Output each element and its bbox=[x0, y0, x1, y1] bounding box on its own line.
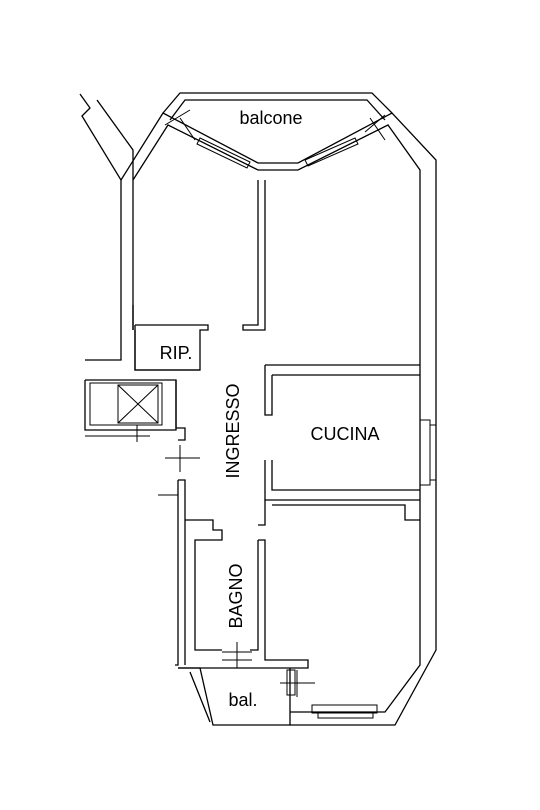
label-ingresso: INGRESSO bbox=[223, 383, 243, 478]
bal-balcony bbox=[178, 667, 315, 726]
outer-walls bbox=[79, 93, 437, 726]
stair-lift bbox=[84, 379, 186, 442]
bottom-window bbox=[311, 704, 378, 719]
label-bal: bal. bbox=[228, 690, 257, 710]
rip-room bbox=[134, 330, 200, 371]
window-right bbox=[304, 114, 386, 167]
bagno-walls bbox=[178, 519, 309, 669]
window-left bbox=[164, 109, 251, 169]
balcone-outline bbox=[162, 92, 393, 121]
label-cucina: CUCINA bbox=[310, 424, 379, 444]
label-balcone: balcone bbox=[239, 108, 302, 128]
label-bagno: BAGNO bbox=[226, 563, 246, 628]
label-rip: RIP. bbox=[160, 343, 193, 363]
interior-walls bbox=[132, 180, 420, 526]
cucina-window bbox=[419, 419, 437, 486]
entrance-door bbox=[158, 445, 200, 666]
